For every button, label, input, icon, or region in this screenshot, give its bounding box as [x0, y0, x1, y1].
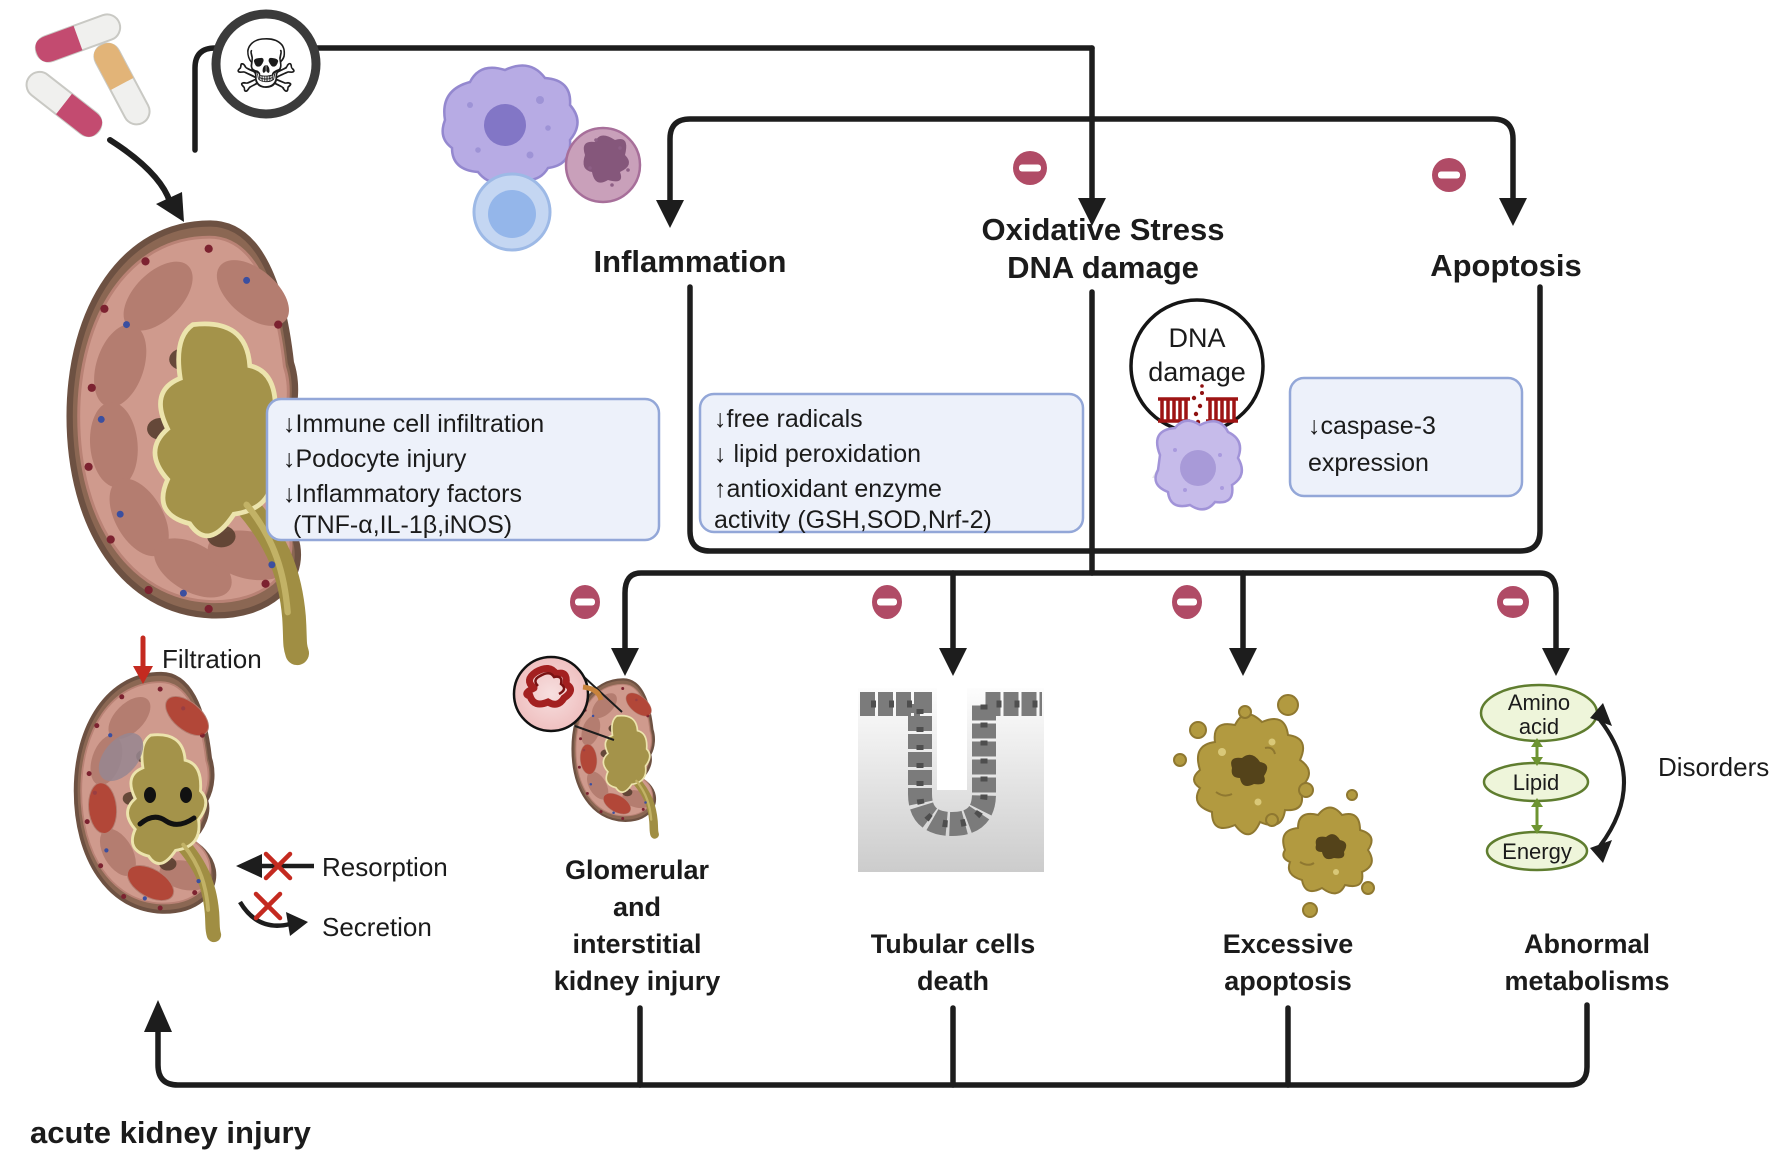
- lipid-label: Lipid: [1513, 770, 1559, 795]
- dna-damage-inset: DNA damage: [1129, 298, 1265, 511]
- svg-text:death: death: [917, 966, 989, 996]
- inhibition-icon: [570, 585, 600, 619]
- effect-line: (TNF-α,IL-1β,iNOS): [293, 511, 512, 539]
- amino-label-1: Amino: [1508, 690, 1570, 715]
- arrowheads: [144, 198, 1570, 1032]
- pills-icon: [20, 9, 156, 143]
- bracket-pathways: [687, 284, 1543, 554]
- effect-line: ↓Immune cell infiltration: [283, 410, 544, 438]
- filtration-arrow: [133, 635, 153, 684]
- effect-line: expression: [1308, 449, 1429, 477]
- energy-label: Energy: [1502, 839, 1572, 864]
- filtration-label: Filtration: [162, 644, 262, 674]
- inhibition-icon: [872, 585, 902, 619]
- metabolism-illustration: Amino acid Lipid Energy: [1479, 683, 1626, 872]
- disorders-cycle-arrow: [1598, 718, 1626, 848]
- glomerular-injury-illustration: [512, 655, 656, 834]
- oxidative-header-line2: DNA damage: [1007, 250, 1199, 285]
- apoptotic-blobs-illustration: [1173, 694, 1375, 918]
- svg-text:kidney injury: kidney injury: [554, 966, 721, 996]
- amino-label-2: acid: [1519, 714, 1559, 739]
- dna-inset-line1: DNA: [1168, 323, 1225, 353]
- tubule-illustration: [858, 682, 1044, 872]
- sad-face: [137, 787, 197, 827]
- svg-text:apoptosis: apoptosis: [1224, 966, 1352, 996]
- page-title: acute kidney injury: [30, 1115, 312, 1150]
- effect-line: ↓Inflammatory factors: [283, 480, 522, 508]
- apoptosis-header: Apoptosis: [1430, 248, 1582, 283]
- svg-text:Tubular cells: Tubular cells: [871, 929, 1036, 959]
- inhibition-icon: [1013, 151, 1047, 185]
- connector-toxin-top: [192, 45, 1095, 153]
- svg-text:and: and: [613, 892, 661, 922]
- lymphocyte-icon: [472, 172, 552, 252]
- svg-text:Excessive: Excessive: [1223, 929, 1354, 959]
- glomerulus-inset-icon: [512, 655, 604, 733]
- apoptosis-effects-box: ↓caspase-3 expression: [1288, 376, 1524, 498]
- svg-text:metabolisms: metabolisms: [1504, 966, 1669, 996]
- skull-icon: ☠: [211, 9, 321, 119]
- toxin-to-kidney-arrow: [107, 137, 184, 222]
- inhibition-icon: [1497, 586, 1529, 618]
- connector-inflammation-apoptosis: [667, 116, 1516, 205]
- resorption-label: Resorption: [322, 852, 448, 882]
- secretion-label: Secretion: [322, 912, 432, 942]
- inhibition-icon: [1172, 585, 1202, 619]
- effect-line: ↓ lipid peroxidation: [714, 440, 921, 468]
- neutrophil-icon: [564, 126, 642, 204]
- secretion-blocked-arrow: [238, 891, 308, 936]
- oxidative-effects-box: ↓free radicals ↓ lipid peroxidation ↑ant…: [698, 392, 1085, 534]
- ischemic-pyramid: [98, 732, 144, 782]
- distributor-outcomes: [622, 570, 1559, 653]
- pathway-connectors: [155, 45, 1590, 1088]
- effect-line: ↓caspase-3: [1308, 412, 1436, 440]
- inset-connectors: [574, 676, 623, 741]
- inhibition-icon: [1432, 158, 1466, 192]
- tubular-death-label: Tubular cells death: [871, 929, 1036, 996]
- disorders-label: Disorders: [1658, 752, 1769, 782]
- inflammation-header: Inflammation: [594, 244, 787, 279]
- resorption-blocked-arrow: [236, 851, 314, 881]
- effect-line: ↓free radicals: [714, 405, 863, 433]
- svg-text:interstitial: interstitial: [572, 929, 701, 959]
- excessive-apoptosis-label: Excessive apoptosis: [1223, 929, 1354, 996]
- injured-kidney-illustration: [76, 674, 216, 935]
- abnormal-metabolisms-label: Abnormal metabolisms: [1504, 929, 1669, 996]
- svg-text:Abnormal: Abnormal: [1524, 929, 1650, 959]
- effect-line: activity (GSH,SOD,Nrf-2): [714, 506, 992, 534]
- glomerular-injury-label: Glomerular and interstitial kidney injur…: [554, 855, 721, 996]
- macrophage-icon: [441, 64, 579, 185]
- svg-text:Glomerular: Glomerular: [565, 855, 710, 885]
- dna-inset-line2: damage: [1148, 357, 1246, 387]
- feedback-loop: [155, 1002, 1590, 1088]
- inflammation-effects-box: ↓Immune cell infiltration ↓Podocyte inju…: [265, 397, 661, 542]
- immune-cells: [441, 64, 642, 252]
- svg-text:☠: ☠: [233, 25, 299, 108]
- oxidative-header-line1: Oxidative Stress: [982, 212, 1225, 247]
- effect-line: ↑antioxidant enzyme: [714, 475, 942, 503]
- effect-line: ↓Podocyte injury: [283, 445, 467, 473]
- apoptotic-cell-icon: [1154, 419, 1244, 511]
